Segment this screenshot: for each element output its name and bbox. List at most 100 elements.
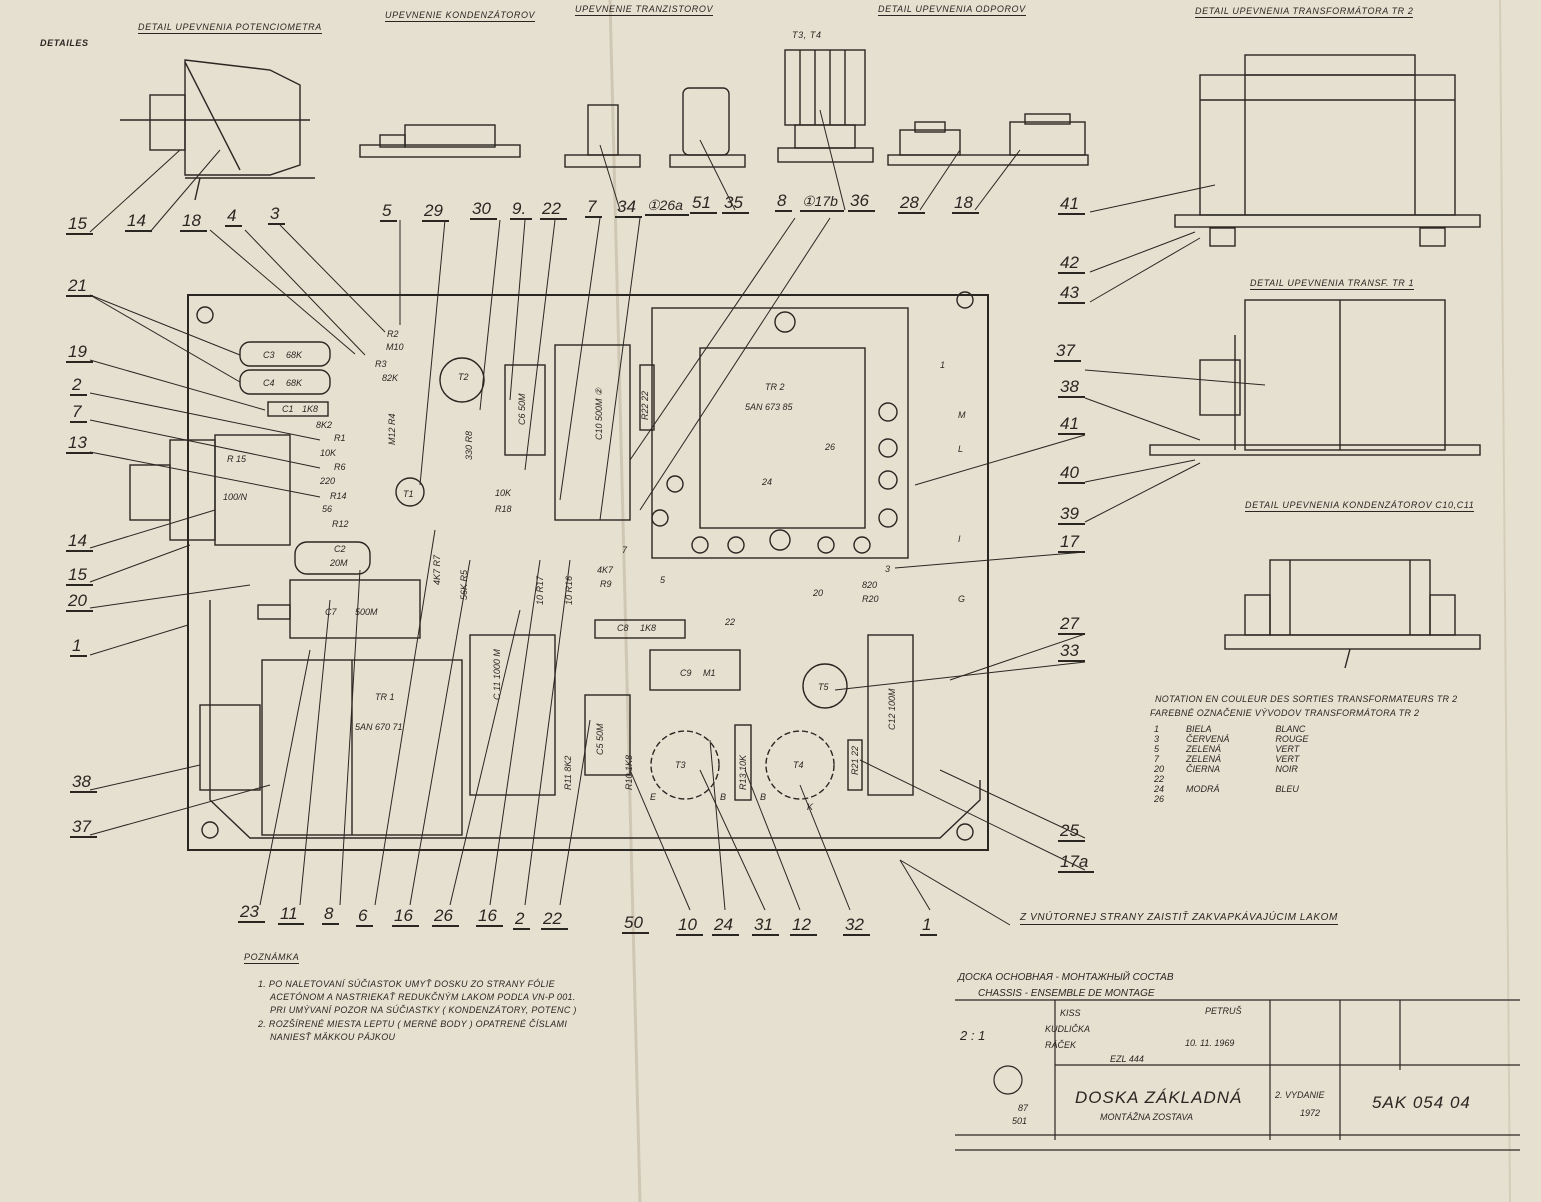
callout-top-3: 4 — [225, 207, 243, 227]
callout-left-9: 38 — [70, 773, 97, 793]
callout-top-11: 34 — [615, 198, 642, 218]
name-2: RÁČEK — [1045, 1040, 1077, 1050]
callout-top-13: 51 — [690, 194, 717, 214]
label-r7: 4K7 R7 — [432, 554, 442, 585]
label-r12: R12 — [332, 519, 349, 529]
marker-24: 24 — [761, 477, 772, 487]
callout-top-14: 35 — [722, 194, 749, 214]
header-tr2: DETAIL UPEVNENIA TRANSFORMÁTORA TR 2 — [1195, 6, 1414, 18]
label-c6: C6 50M — [517, 393, 527, 425]
callout-bottom-8: 22 — [541, 910, 568, 930]
val-r2: M10 — [386, 342, 404, 352]
resistor-detail — [887, 113, 1089, 166]
terminal-l: L — [958, 444, 963, 454]
callout-right-8: 17 — [1058, 533, 1085, 553]
label-r9: R9 — [600, 579, 612, 589]
val-r20: 820 — [862, 580, 877, 590]
val-c1: 1K8 — [302, 404, 318, 414]
val-c4: 68K — [286, 378, 303, 388]
callout-left-6: 15 — [66, 566, 93, 586]
callout-left-2: 2 — [70, 376, 88, 396]
label-t5: T5 — [818, 682, 829, 692]
callout-right-7: 39 — [1058, 505, 1085, 525]
val-r14: 220 — [319, 476, 335, 486]
callout-left-0: 21 — [66, 277, 93, 297]
title-ru: ДОСКА ОСНОВНАЯ - МОНТАЖНЫЙ СОСТАВ — [958, 972, 1174, 983]
issue: 2. VYDANIE — [1275, 1090, 1325, 1100]
color-sk: ZELENÁ — [1186, 754, 1222, 764]
marker-20: 20 — [812, 588, 823, 598]
marker-22: 22 — [724, 617, 735, 627]
callout-bottom-13: 12 — [790, 916, 817, 936]
callout-top-18: 28 — [898, 194, 925, 214]
note-line-2: PRI UMÝVANÍ POZOR NA SÚČIASTKY ( KONDENZ… — [270, 1005, 577, 1015]
header-c10c11: DETAIL UPEVNENIA KONDENZÁTOROV C10,C11 — [1245, 500, 1475, 512]
callout-top-19: 18 — [952, 194, 979, 214]
callout-bottom-12: 31 — [752, 916, 779, 936]
note-line-1: ACETÓNOM A NASTRIEKAŤ REDUKČNÝM LAKOM PO… — [270, 992, 576, 1002]
label-r5: 56K R5 — [459, 569, 469, 600]
val-tr2: 5AN 673 85 — [745, 402, 794, 412]
date: 10. 11. 1969 — [1185, 1038, 1235, 1048]
callout-right-11: 25 — [1058, 822, 1085, 842]
terminal-i: I — [958, 534, 961, 544]
color-table-title-fr: NOTATION EN COULEUR DES SORTIES TRANSFOR… — [1155, 694, 1458, 704]
label-r4: M12 R4 — [387, 413, 397, 445]
sheet-code-1: 501 — [1012, 1116, 1028, 1126]
val-c8: 1K8 — [640, 623, 656, 633]
callout-right-0: 41 — [1058, 195, 1085, 215]
label-t3: T3 — [675, 760, 686, 770]
marker-1: 1 — [940, 360, 945, 370]
terminal-m: M — [958, 410, 966, 420]
color-no: 22 24 26 — [1154, 774, 1165, 804]
tr2-detail — [1174, 54, 1481, 247]
main-pcb — [129, 291, 989, 851]
label-r17: 10 R17 — [535, 575, 545, 605]
note-line-3: 2. ROZŠÍRENÉ MIESTA LEPTU ( MERNÉ BODY )… — [258, 1019, 568, 1029]
callout-bottom-9: 50 — [622, 914, 649, 934]
name-1: KUDLIČKA — [1045, 1024, 1091, 1034]
note-line-0: 1. PO NALETOVANÍ SÚČIASTOK UMYŤ DOSKU ZO… — [258, 979, 555, 989]
header-tr1: DETAIL UPEVNENIA TRANSF. TR 1 — [1250, 278, 1415, 290]
callout-top-4: 3 — [268, 205, 286, 225]
color-table-title-sk: FAREBNÉ OZNAČENIE VÝVODOV TRANSFORMÁTORA… — [1150, 708, 1420, 718]
label-r11: R11 8K2 — [563, 756, 573, 790]
label-c11: C 11 1000 M — [492, 649, 502, 700]
header-t3t4: T3, T4 — [792, 30, 822, 40]
label-r16: 10 R16 — [564, 576, 574, 605]
label-r6: R6 — [334, 462, 346, 472]
callout-left-7: 20 — [66, 592, 93, 612]
label-r14: R14 — [330, 491, 347, 501]
val-tr1: 5AN 670 71 — [355, 722, 403, 732]
tr1-detail — [1149, 299, 1481, 456]
callout-right-3: 37 — [1054, 342, 1081, 362]
callout-bottom-15: 1 — [920, 916, 938, 936]
drawing-subname: MONTÁŽNA ZOSTAVA — [1100, 1112, 1194, 1122]
header-transistors: UPEVNENIE TRANZISTOROV — [575, 4, 714, 16]
label-t2: T2 — [458, 372, 469, 382]
callout-right-5: 41 — [1058, 415, 1085, 435]
type-code: EZL 444 — [1110, 1054, 1144, 1064]
color-fr: BLANC — [1275, 724, 1306, 734]
callout-bottom-11: 24 — [712, 916, 739, 936]
val-r18: 10K — [495, 488, 512, 498]
pin-k: K — [807, 802, 814, 812]
label-r20: R20 — [862, 594, 879, 604]
callout-bottom-4: 16 — [392, 907, 419, 927]
label-r3: R3 — [375, 359, 387, 369]
callout-top-16: ①17b — [800, 192, 844, 212]
transistor-detail — [564, 49, 874, 168]
label-c8: C8 — [617, 623, 629, 633]
val-c9: M1 — [703, 668, 716, 678]
label-r2: R2 — [387, 329, 399, 339]
label-r21: R21 22 — [850, 746, 860, 775]
callout-left-1: 19 — [66, 343, 93, 363]
callout-right-2: 43 — [1058, 284, 1085, 304]
header-detailes: DETAILES — [40, 38, 89, 48]
label-c12: C12 100M — [887, 688, 897, 730]
label-r8: 330 R8 — [464, 431, 474, 460]
